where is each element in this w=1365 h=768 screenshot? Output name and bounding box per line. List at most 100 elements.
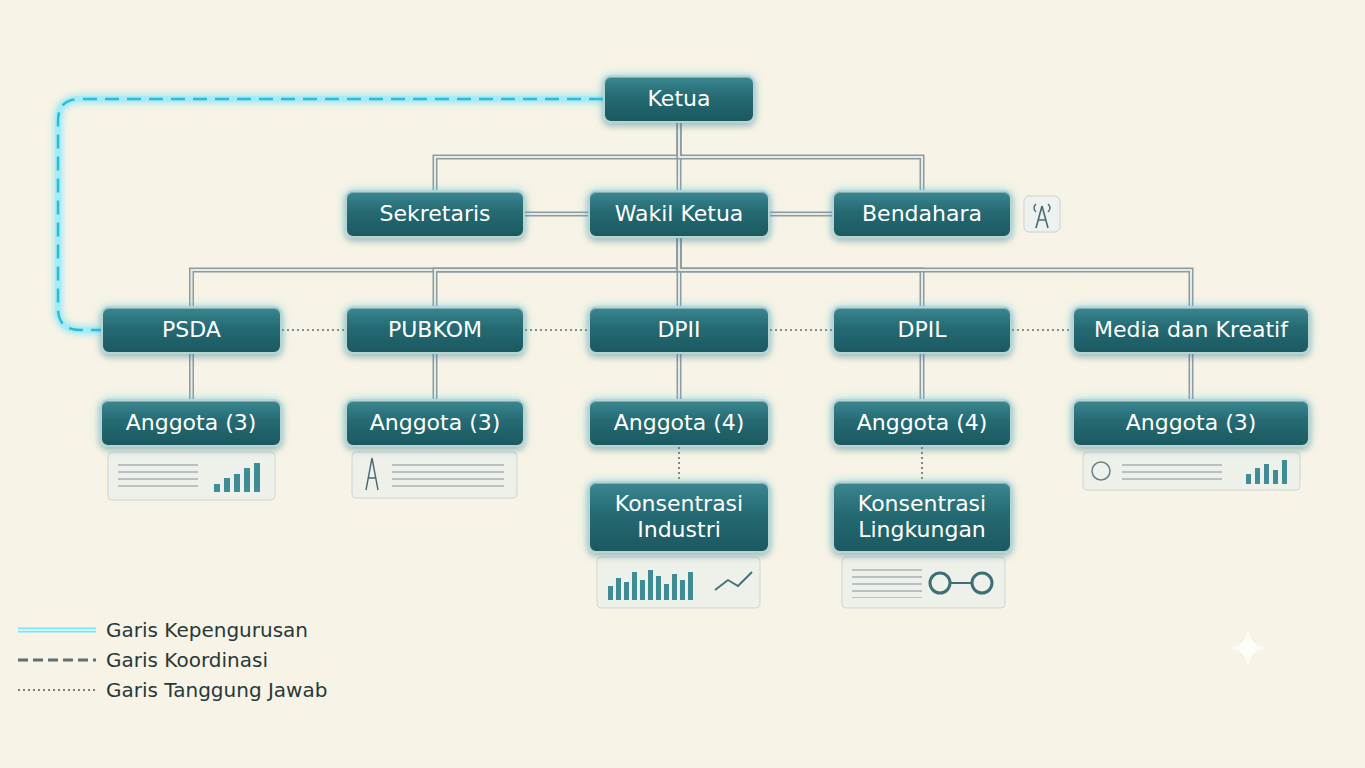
org-box: DPII xyxy=(588,306,770,354)
box-label: Ketua xyxy=(648,86,711,112)
box-label: Anggota (4) xyxy=(857,410,988,436)
box-label: Anggota (3) xyxy=(370,410,501,436)
antenna-icon xyxy=(1024,196,1060,232)
pipe-outer xyxy=(1189,354,1194,399)
info-panel xyxy=(597,557,760,608)
connector xyxy=(679,123,922,190)
pipe-outer xyxy=(435,238,679,306)
sample-dash xyxy=(18,659,96,662)
pipe-inner xyxy=(525,213,588,215)
pipe-outer xyxy=(192,238,680,306)
org-box: Konsentrasi Lingkungan xyxy=(832,481,1012,553)
pipe-outer xyxy=(679,238,1191,306)
org-box: Wakil Ketua xyxy=(588,190,770,238)
connector xyxy=(282,330,345,331)
connector xyxy=(435,238,679,306)
pipe-outer xyxy=(770,212,832,217)
connector xyxy=(770,330,832,331)
box-label: Anggota (4) xyxy=(614,410,745,436)
connector xyxy=(679,447,680,481)
pipe-inner xyxy=(435,238,679,306)
pipe-outer xyxy=(189,354,194,399)
pipe-inner xyxy=(435,123,679,190)
pipe-outer xyxy=(920,354,925,399)
legend-row: Garis Tanggung Jawab xyxy=(16,675,327,705)
box-label: PSDA xyxy=(162,317,221,343)
org-box: Anggota (3) xyxy=(100,399,282,447)
connector xyxy=(1191,354,1192,399)
box-label: Bendahara xyxy=(862,201,982,227)
box-label: Media dan Kreatif xyxy=(1094,317,1288,343)
legend-text: Garis Tanggung Jawab xyxy=(106,678,327,702)
info-panel xyxy=(352,452,517,498)
coord-dash xyxy=(58,99,603,330)
connector xyxy=(525,330,588,331)
pipe-outer xyxy=(677,354,682,399)
pipe-inner xyxy=(191,354,193,399)
org-box: Bendahara xyxy=(832,190,1012,238)
pipe-inner xyxy=(679,238,1191,306)
dotted-line xyxy=(1012,329,1072,331)
legend-row: Garis Koordinasi xyxy=(16,645,327,675)
sample-glow xyxy=(18,628,96,633)
dotted-line xyxy=(770,329,832,331)
connector xyxy=(435,123,679,190)
org-box: DPIL xyxy=(832,306,1012,354)
legend-sample xyxy=(16,683,98,697)
connector xyxy=(435,354,436,399)
connector xyxy=(922,354,923,399)
dotted-line xyxy=(921,447,923,481)
org-box: Media dan Kreatif xyxy=(1072,306,1310,354)
pipe-inner xyxy=(770,213,832,215)
connector xyxy=(525,214,588,215)
connector xyxy=(679,354,680,399)
info-panel xyxy=(842,557,1005,608)
box-label: Konsentrasi Industri xyxy=(602,491,756,544)
dotted-line xyxy=(282,329,345,331)
org-box: Anggota (3) xyxy=(1072,399,1310,447)
sample-core xyxy=(18,629,96,631)
pipe-outer xyxy=(679,123,922,190)
pipe-outer xyxy=(433,354,438,399)
pipe-inner xyxy=(678,354,680,399)
sample-dot xyxy=(18,689,96,691)
connector xyxy=(922,447,923,481)
pipe-inner xyxy=(921,354,923,399)
pipe-inner xyxy=(192,238,680,306)
connector xyxy=(192,238,680,306)
connector xyxy=(770,214,832,215)
connector xyxy=(679,238,1191,306)
box-label: PUBKOM xyxy=(388,317,482,343)
org-box: PSDA xyxy=(101,306,282,354)
box-label: Anggota (3) xyxy=(126,410,257,436)
dotted-line xyxy=(678,447,680,481)
box-label: Anggota (3) xyxy=(1126,410,1257,436)
box-label: Sekretaris xyxy=(379,201,490,227)
legend-sample xyxy=(16,623,98,637)
org-box: Anggota (3) xyxy=(345,399,525,447)
org-box: Anggota (4) xyxy=(832,399,1012,447)
pipe-inner xyxy=(434,354,436,399)
pipe-outer xyxy=(435,123,679,190)
org-box: Ketua xyxy=(603,75,755,123)
pipe-inner xyxy=(679,123,922,190)
legend-row: Garis Kepengurusan xyxy=(16,615,327,645)
connector xyxy=(191,354,192,399)
box-label: Wakil Ketua xyxy=(615,201,744,227)
pipe-outer xyxy=(525,212,588,217)
info-panel xyxy=(108,452,275,500)
org-box: Anggota (4) xyxy=(588,399,770,447)
legend-sample xyxy=(16,653,98,667)
box-label: DPII xyxy=(657,317,700,343)
dotted-line xyxy=(525,329,588,331)
glow xyxy=(58,99,603,330)
legend-text: Garis Koordinasi xyxy=(106,648,268,672)
connector xyxy=(1012,330,1072,331)
org-box: Konsentrasi Industri xyxy=(588,481,770,553)
box-label: Konsentrasi Lingkungan xyxy=(846,491,998,544)
pipe-inner xyxy=(1190,354,1192,399)
org-box: Sekretaris xyxy=(345,190,525,238)
legend: Garis KepengurusanGaris KoordinasiGaris … xyxy=(16,615,327,705)
coord-tube xyxy=(58,99,603,330)
connector xyxy=(58,99,603,330)
